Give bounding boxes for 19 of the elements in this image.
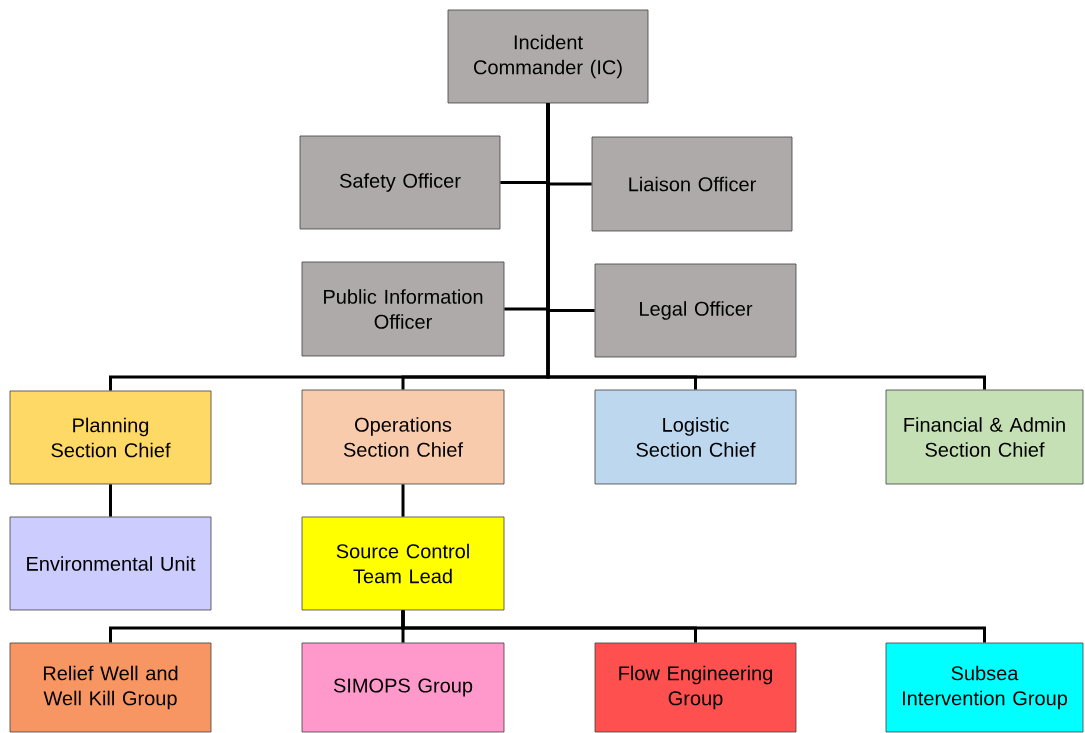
- org-box: Incident Commander (IC): [447, 9, 649, 104]
- org-box: Public Information Officer: [301, 261, 505, 357]
- org-box: Financial & Admin Section Chief: [885, 389, 1084, 485]
- org-box: SIMOPS Group: [301, 642, 505, 733]
- org-box: Liaison Officer: [591, 136, 793, 232]
- connector-line: [546, 103, 986, 390]
- org-box: Environmental Unit: [9, 516, 212, 611]
- connector-line: [401, 610, 986, 643]
- connector-line: [401, 484, 405, 517]
- org-box: Relief Well and Well Kill Group: [9, 642, 212, 733]
- org-box: Source Control Team Lead: [301, 516, 505, 611]
- org-box: Planning Section Chief: [9, 390, 212, 485]
- org-box: Operations Section Chief: [301, 389, 505, 485]
- org-box: Safety Officer: [299, 135, 501, 230]
- org-box: Legal Officer: [594, 263, 797, 358]
- org-box: Subsea Intervention Group: [885, 642, 1084, 733]
- org-box: Flow Engineering Group: [594, 642, 797, 733]
- connector-line: [109, 484, 112, 517]
- org-box: Logistic Section Chief: [594, 389, 797, 485]
